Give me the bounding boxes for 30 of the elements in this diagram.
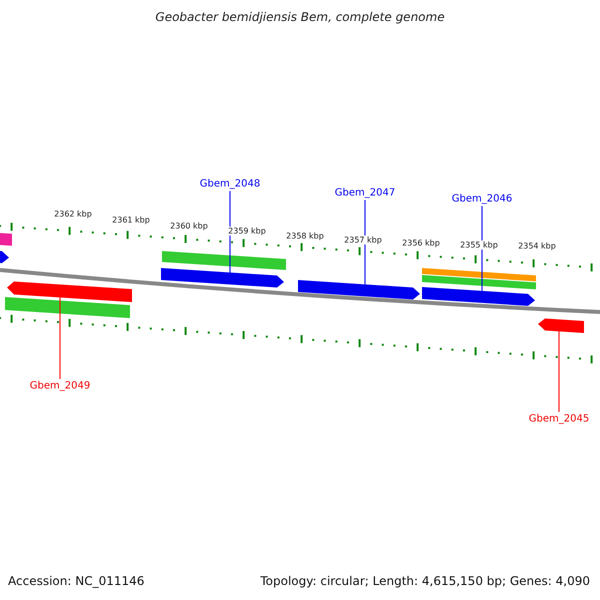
position-label: 2356 kbp (401, 238, 441, 248)
gene-feature (0, 251, 9, 264)
gene-feature (161, 268, 284, 288)
gene-feature (422, 268, 536, 282)
gene-label: Gbem_2046 (452, 194, 512, 204)
position-label: 2361 kbp (111, 216, 151, 224)
leader-line (364, 200, 366, 285)
gene-feature (538, 318, 584, 333)
position-label: 2357 kbp (343, 236, 383, 244)
gene-feature (5, 297, 130, 318)
position-label: 2362 kbp (53, 210, 93, 218)
gene-label: Gbem_2047 (334, 188, 396, 198)
position-label: 2354 kbp (517, 242, 557, 250)
leader-line (558, 330, 560, 412)
gene-feature (298, 280, 420, 300)
gene-feature (422, 275, 536, 290)
gene-label: Gbem_2048 (200, 178, 260, 190)
gene-feature (7, 281, 132, 302)
gene-feature (422, 287, 535, 306)
gene-feature (0, 233, 12, 246)
gene-label: Gbem_2045 (528, 414, 590, 424)
title: Geobacter bemidjiensis Bem, complete genome (154, 10, 446, 24)
gene-feature (162, 251, 286, 270)
gene-label: Gbem_2049 (30, 380, 90, 392)
genome-info: Topology: circular; Length: 4,615,150 bp; Genes: 4,090 (260, 574, 590, 588)
position-label: 2358 kbp (285, 232, 325, 240)
position-label: 2355 kbp (459, 240, 499, 250)
position-label: 2359 kbp (227, 226, 267, 236)
genome-info: Accession: NC_011146 (8, 574, 144, 588)
position-label: 2360 kbp (169, 222, 209, 230)
